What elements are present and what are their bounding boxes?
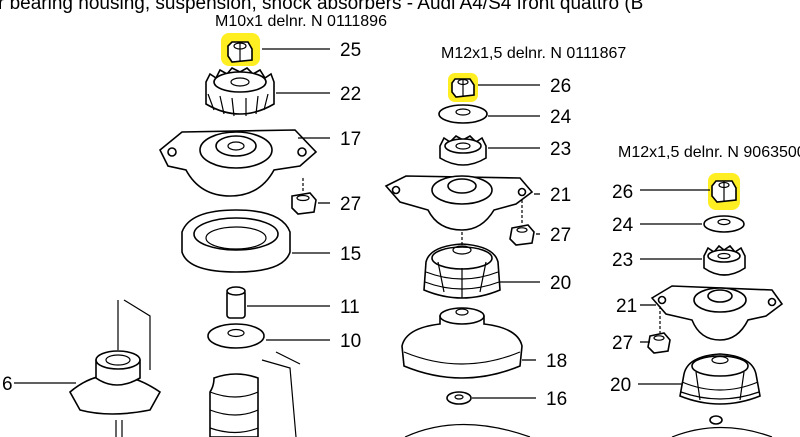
- lower-part-arc: [404, 423, 531, 437]
- small-nut-27: [291, 178, 317, 215]
- lower-strut-6: [68, 299, 162, 437]
- callout-10: 10: [340, 331, 361, 352]
- callout-24-mid: 24: [550, 107, 572, 128]
- washer-24: [438, 104, 488, 124]
- callout-26-mid: 26: [550, 76, 571, 97]
- bearing-ring-23: [439, 135, 487, 166]
- callout-16: 16: [546, 389, 567, 410]
- spring-seat-15: [181, 209, 291, 273]
- spring-seat-20-right: [671, 353, 773, 437]
- callout-24-right: 24: [612, 215, 634, 236]
- callout-23-right: 23: [612, 250, 633, 271]
- small-nut-27-mid: [509, 200, 535, 246]
- strut-mount-21: [384, 175, 534, 231]
- callout-18: 18: [546, 351, 567, 372]
- left-assembly: 25 22 17 27 15 11 10 6: [2, 33, 361, 437]
- diagram-title: r bearing housing, suspension, shock abs…: [0, 0, 643, 14]
- callout-21-mid: 21: [550, 185, 571, 206]
- callout-20-mid: 20: [550, 273, 571, 294]
- spring-seat-20: [423, 232, 501, 299]
- callout-27-left: 27: [340, 194, 361, 215]
- callout-11: 11: [340, 297, 360, 318]
- callout-21-right: 21: [616, 296, 637, 317]
- group-3-label: M12x1,5 delnr. N 90635001: [618, 144, 800, 161]
- callout-27-mid: 27: [550, 225, 571, 246]
- washer-24-right: [703, 215, 745, 233]
- callout-25: 25: [340, 40, 361, 61]
- group-1-label: M10x1 delnr. N 0111896: [215, 13, 387, 30]
- hex-nut-25: [227, 41, 253, 63]
- callout-6: 6: [2, 374, 13, 395]
- bearing-ring-23-right: [703, 244, 746, 276]
- small-nut-27-right: [647, 306, 671, 354]
- dust-cap-18: [401, 307, 523, 379]
- callout-27-right: 27: [612, 333, 633, 354]
- middle-assembly: 26 24 23 21 27 20 18 16: [384, 73, 572, 437]
- small-washer-16: [446, 391, 472, 405]
- callout-23-mid: 23: [550, 139, 571, 160]
- bushing-11: [226, 286, 246, 319]
- group-2-label: M12x1,5 delnr. N 0111867: [441, 45, 626, 62]
- callout-15: 15: [340, 244, 361, 265]
- bump-ring-22: [205, 67, 275, 117]
- callout-22: 22: [340, 84, 361, 105]
- callout-17: 17: [340, 129, 361, 150]
- strut-mount-21-right: [650, 285, 784, 341]
- right-assembly: 26 24 23 21 27 20: [610, 173, 784, 437]
- hex-nut-26: [451, 78, 475, 98]
- strut-mount-17: [158, 129, 318, 197]
- boot-bellow: [209, 351, 301, 437]
- callout-26-right: 26: [612, 182, 633, 203]
- hex-nut-26-right: [711, 180, 737, 203]
- callout-20-right: 20: [610, 375, 631, 396]
- washer-10: [207, 323, 265, 349]
